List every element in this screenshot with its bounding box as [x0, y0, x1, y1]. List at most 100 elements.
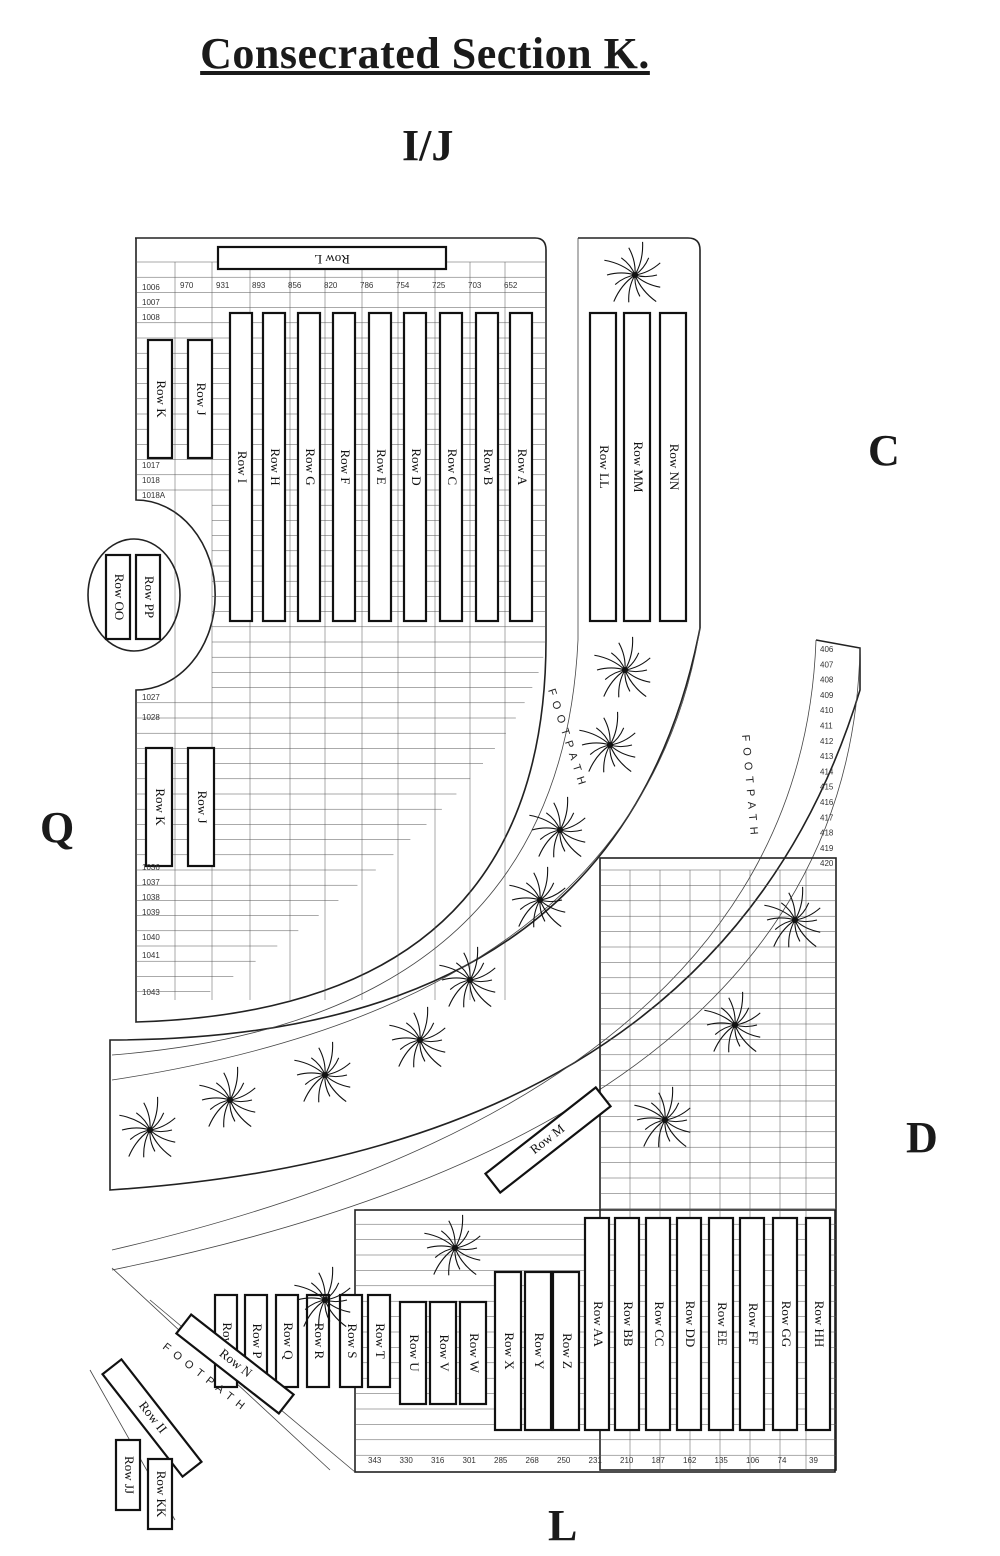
row-box-bottom-3-label: Row CC: [652, 1301, 667, 1346]
row-box-left-3: Row Q: [274, 1293, 300, 1389]
plot-number-left-8: 1028: [142, 713, 160, 722]
outer-arc-inner-edge: [111, 639, 817, 1251]
row-box-top-4-box: [331, 311, 357, 623]
plot-number-left-1: 1006: [142, 283, 160, 292]
tree-branch: [398, 1039, 421, 1067]
row-box-bottom-3: Row CC: [644, 1216, 672, 1432]
tree-branch: [149, 1117, 176, 1131]
plot-number-right-1: 406: [820, 645, 834, 654]
direction-label-south: L: [548, 1501, 578, 1550]
plot-number-left-15: 1043: [142, 988, 160, 997]
plot-number-left-7: 1027: [142, 693, 160, 702]
tree-icon: [509, 866, 566, 928]
upper-right-block-border: [109, 237, 861, 1191]
plot-number-bottom-12: 135: [715, 1456, 729, 1465]
tree-branch: [603, 669, 626, 697]
tree-branch: [643, 1119, 666, 1147]
tree-trunk: [622, 667, 628, 673]
row-box-mid-6-box: [551, 1270, 581, 1432]
plot-number-left-6: 1018A: [142, 491, 166, 500]
tree-branch: [609, 744, 633, 748]
row-box-bottom-1: Row AA: [583, 1216, 611, 1432]
row-box-kk-box: [146, 1457, 174, 1531]
row-box-right-1-box: [588, 311, 618, 623]
row-box-j-lower-label: Row J: [195, 791, 210, 824]
row-box-k-upper: Row K: [146, 338, 174, 460]
row-box-top-6: Row D: [402, 311, 428, 623]
row-box-top-3-box: [296, 311, 322, 623]
tree-icon: [439, 946, 496, 1008]
row-box-top-9: Row A: [508, 311, 534, 623]
plot-number-left-12: 1039: [142, 908, 160, 917]
row-box-top-4-label: Row F: [338, 449, 353, 484]
row-box-right-2-label: Row MM: [631, 442, 646, 493]
plot-number-top-2: 931: [216, 281, 230, 290]
tree-branch: [794, 907, 821, 921]
row-box-m: Row M: [483, 1085, 613, 1195]
row-box-top-1: Row I: [228, 311, 254, 623]
plot-number-right-11: 416: [820, 798, 834, 807]
tree-branch: [538, 829, 561, 857]
row-box-mid-6: Row Z: [551, 1270, 581, 1432]
tree-branch: [624, 652, 640, 671]
row-box-mid-4-box: [493, 1270, 523, 1432]
row-box-j-upper-box: [186, 338, 214, 460]
row-box-bottom-4: Row DD: [675, 1216, 703, 1432]
plot-number-right-3: 408: [820, 676, 834, 685]
plot-number-top-9: 703: [468, 281, 482, 290]
plot-number-right-4: 409: [820, 691, 834, 700]
tree-icon: [424, 1214, 481, 1276]
plot-number-right-13: 418: [820, 829, 834, 838]
plot-number-right-2: 407: [820, 660, 834, 669]
row-box-bottom-7: Row GG: [771, 1216, 799, 1432]
row-box-j-lower: Row J: [186, 746, 216, 868]
plot-number-left-14: 1041: [142, 951, 160, 960]
tree-branch: [229, 1087, 256, 1101]
plot-number-bottom-5: 285: [494, 1456, 508, 1465]
tree-trunk: [537, 897, 543, 903]
tree-branch: [149, 1129, 172, 1158]
row-box-oo-box: [104, 553, 132, 641]
row-box-k-lower-box: [144, 746, 174, 868]
tree-branch: [734, 1007, 750, 1026]
row-box-kk: Row KK: [146, 1457, 174, 1531]
row-box-top-1-box: [228, 311, 254, 623]
tree-trunk: [662, 1117, 668, 1123]
row-box-top-3: Row G: [296, 311, 322, 623]
row-box-mid-6-label: Row Z: [560, 1333, 575, 1369]
row-box-top-5: Row E: [367, 311, 393, 623]
tree-trunk: [147, 1127, 153, 1133]
tree-branch: [469, 979, 493, 983]
tree-branch: [419, 1039, 443, 1043]
plot-number-top-1: 970: [180, 281, 194, 290]
row-box-top-1-label: Row I: [235, 451, 250, 483]
tree-trunk: [607, 742, 613, 748]
plot-number-bottom-13: 106: [746, 1456, 760, 1465]
row-box-k-upper-label: Row K: [154, 380, 169, 418]
row-box-bottom-6-box: [738, 1216, 766, 1432]
tree-branch: [634, 257, 650, 276]
tree-branch: [609, 727, 625, 746]
tree-branch: [324, 1074, 348, 1078]
tree-branch: [469, 967, 496, 981]
tree-branch: [324, 1074, 347, 1103]
trees: [119, 241, 821, 1328]
plot-number-top-4: 856: [288, 281, 302, 290]
row-box-mid-1-box: [398, 1300, 428, 1406]
row-box-bottom-5-label: Row EE: [715, 1302, 730, 1346]
plot-number-left-11: 1038: [142, 893, 160, 902]
row-box-bottom-2-label: Row BB: [621, 1301, 636, 1346]
row-box-oo: Row OO: [104, 553, 132, 641]
plot-number-bottom-2: 330: [400, 1456, 414, 1465]
tree-branch: [609, 732, 636, 746]
tree-branch: [303, 1074, 326, 1102]
row-box-top-6-label: Row D: [409, 448, 424, 485]
row-box-jj-box: [114, 1438, 142, 1512]
row-box-bottom-2-box: [613, 1216, 641, 1432]
plot-number-left-3: 1008: [142, 313, 160, 322]
tree-branch: [518, 899, 541, 927]
tree-branch: [664, 1119, 687, 1148]
row-box-left-5: Row S: [338, 1293, 364, 1389]
row-box-mid-3: Row W: [458, 1300, 488, 1406]
row-box-top-2-box: [261, 311, 287, 623]
